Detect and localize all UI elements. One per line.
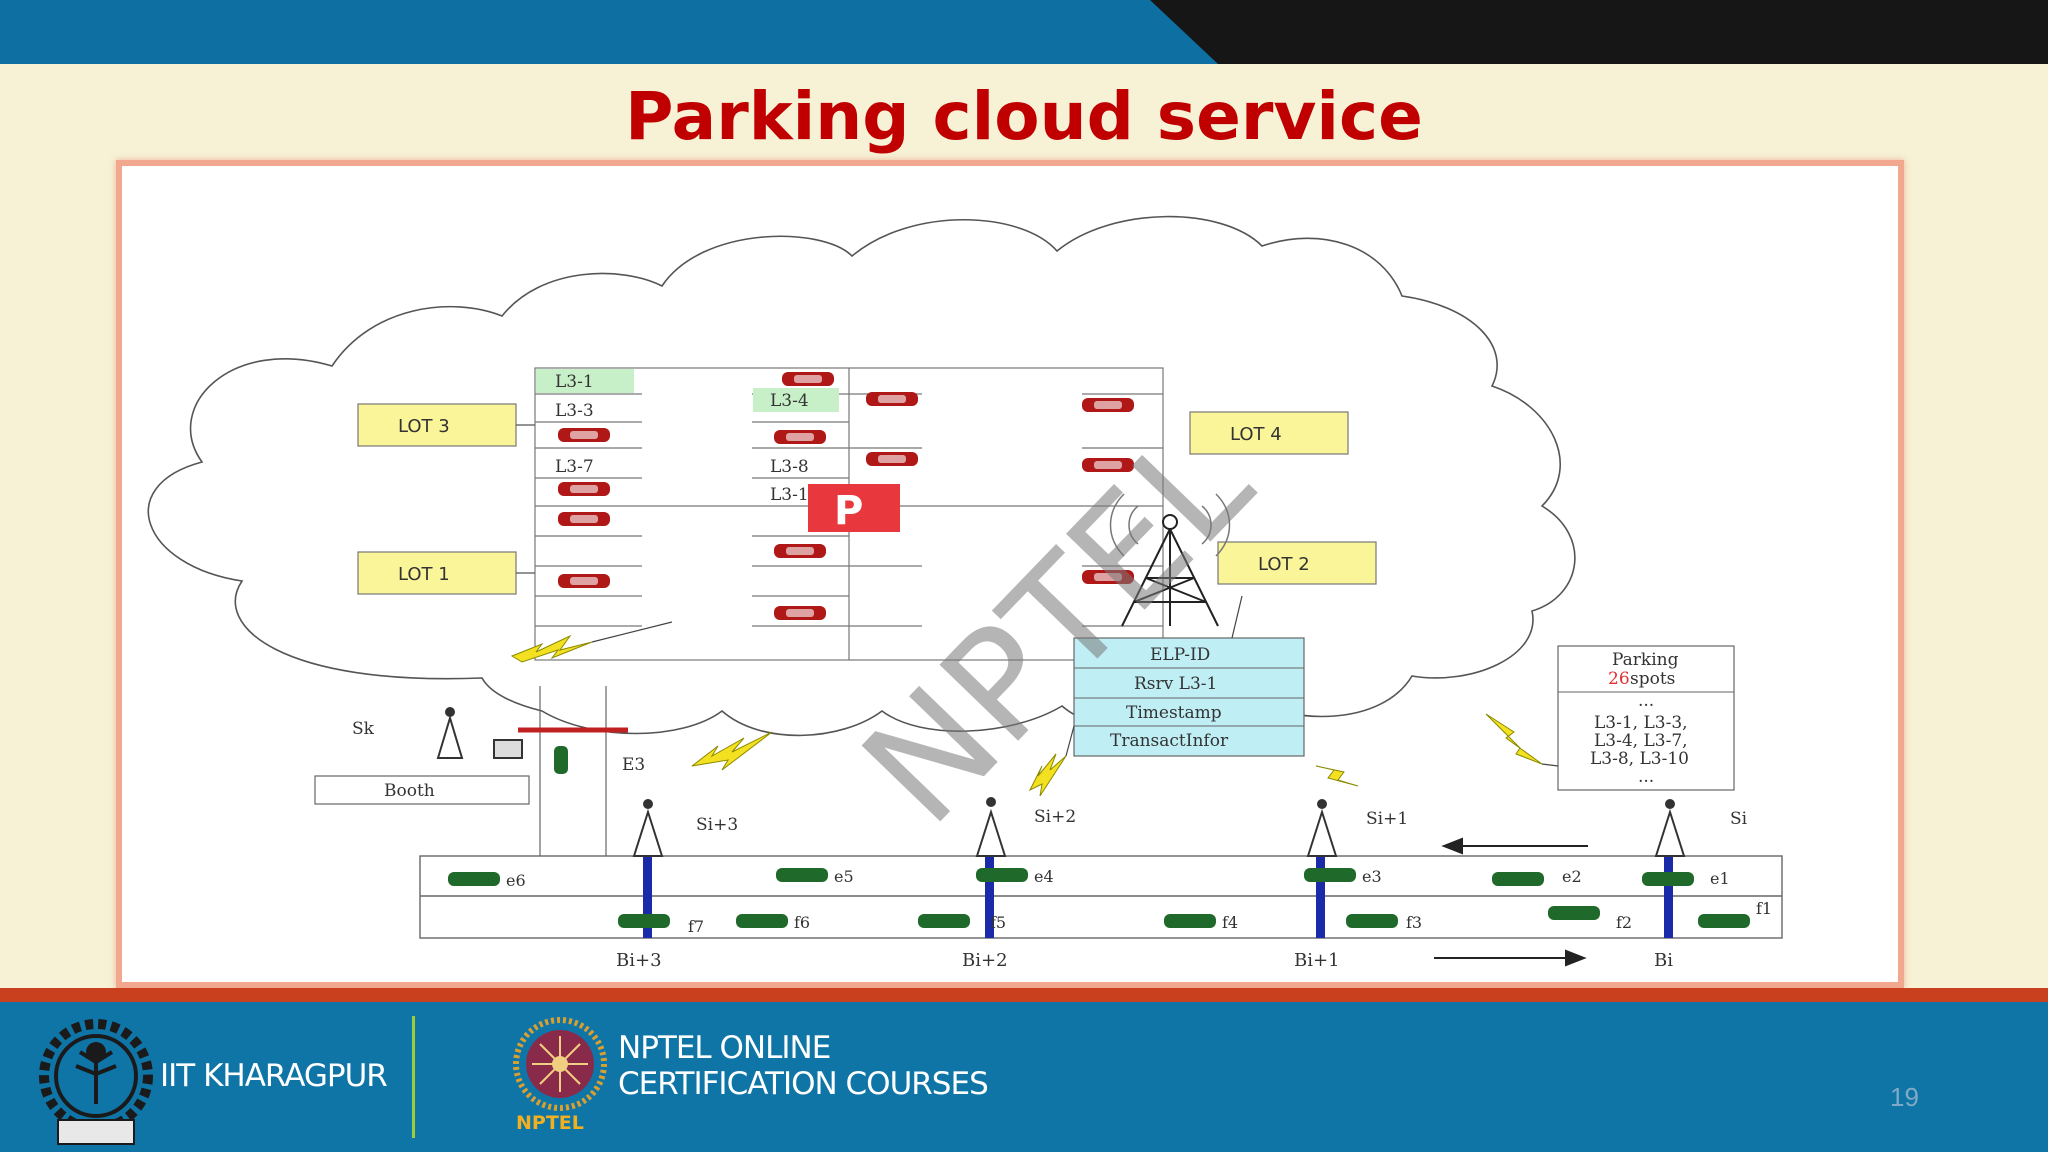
lot3-label: LOT 3 [398,416,450,437]
segment-markers [643,856,1673,938]
wireless-signal-icons [510,634,1543,797]
vehicle-label-f3: f3 [1406,913,1422,932]
vehicle-label-e3: e3 [1362,867,1382,886]
message-field-3: Timestamp [1126,703,1222,723]
message-field-2: Rsrv L3-1 [1134,674,1217,694]
booth-area [314,686,607,856]
footer-blue-band [0,1002,2048,1152]
segment-label-bi: Bi [1654,950,1673,971]
vehicle-label-f1: f1 [1756,899,1772,918]
parking-info-count: 26 [1608,669,1630,689]
lot4-box [1189,411,1349,455]
vehicle-label-e1: e1 [1710,869,1730,888]
lot3-box [357,403,517,447]
vehicle-f6 [736,914,788,928]
spot-label-l3-3: L3-3 [555,401,594,421]
diagram-frame: L3-1 L3-3 L3-4 L3-7 L3-8 L3-1 P LOT [116,160,1904,988]
parking-sign [808,484,900,532]
lot2-label: LOT 2 [1258,554,1310,575]
parking-info-line-1: L3-1, L3-3, [1594,713,1688,733]
nptel-logo-text: NPTEL [516,1112,584,1134]
station-label-si: Si [1730,809,1748,829]
vehicle-f5 [918,914,970,928]
parking-cloud-diagram: L3-1 L3-3 L3-4 L3-7 L3-8 L3-1 P LOT [147,215,1783,971]
vehicle-label-f2: f2 [1616,913,1632,932]
segment-label-bi2: Bi+2 [962,950,1008,971]
cell-tower-icon [1109,493,1231,627]
lot1-label: LOT 1 [398,564,450,585]
vehicle-e6 [448,872,500,886]
lot2-box [1217,541,1377,585]
parking-info-title: Parking [1612,650,1679,670]
vehicle-label-f5: f5 [990,913,1006,932]
message-field-1: ELP-ID [1150,645,1210,665]
roadside-unit-icons [632,797,1686,857]
nptel-line-2: CERTIFICATION COURSES [618,1066,989,1102]
parking-sign-letter: P [834,488,863,534]
lot1-box [357,551,517,595]
station-label-si1: Si+1 [1366,809,1408,829]
footer-red-line [0,988,2048,1002]
institute-name: IIT KHARAGPUR [160,1058,388,1094]
slide-title: Parking cloud service [625,78,1423,155]
vehicle-e1 [1642,872,1694,886]
station-label-si2: Si+2 [1034,807,1076,827]
top-bar [0,0,2048,64]
vehicle-label-e2: e2 [1562,867,1582,886]
iit-kharagpur-logo [39,1019,153,1145]
spot-label-l3-10: L3-1 [770,485,809,505]
vehicle-e3 [1304,868,1356,882]
vehicle-label-f4: f4 [1222,913,1238,932]
vehicle-f1 [1698,914,1750,928]
lot4-label: LOT 4 [1230,424,1282,445]
page-number: 19 [1890,1082,1919,1112]
parking-info-line-3: L3-8, L3-10 [1590,749,1689,769]
spot-label-l3-8: L3-8 [770,457,809,477]
nptel-logo [513,1017,607,1111]
parking-info-line-2: L3-4, L3-7, [1594,731,1688,751]
segment-label-bi3: Bi+3 [616,950,662,971]
message-box: ELP-ID Rsrv L3-1 Timestamp TransactInfor [1073,637,1305,757]
moving-vehicles [448,868,1750,928]
vehicle-label-e6: e6 [506,871,526,890]
booth-antenna-icon [436,707,523,759]
spot-label-l3-4: L3-4 [770,391,809,411]
vehicle-e2 [1492,872,1544,886]
parking-info-dash-end: ... [1638,767,1654,787]
entry-car [554,746,568,774]
vehicle-label-f7: f7 [688,917,704,936]
vehicle-label-f6: f6 [794,913,810,932]
vehicle-f4 [1164,914,1216,928]
nptel-line-1: NPTEL ONLINE [618,1030,831,1066]
vehicle-label-e5: e5 [834,867,854,886]
booth-label: Booth [384,781,435,801]
vehicle-f2 [1548,906,1600,920]
sk-label: Sk [352,719,375,739]
traffic-direction-arrows [1434,837,1588,967]
vehicle-e4 [976,868,1028,882]
e3-entry-label: E3 [622,755,645,775]
message-field-4: TransactInfor [1110,731,1229,751]
segment-label-bi1: Bi+1 [1294,950,1340,971]
parking-info-count-suffix: spots [1630,669,1675,689]
vehicle-f7 [618,914,670,928]
spot-label-l3-1: L3-1 [555,372,594,392]
station-label-si3: Si+3 [696,815,738,835]
vehicle-label-e4: e4 [1034,867,1054,886]
spot-l3-1-highlight [536,369,634,393]
cloud-outline [147,215,1576,737]
parking-info-dash: ... [1638,691,1654,711]
footer-band [0,988,2048,1152]
parking-info-box: Parking 26 spots ... L3-1, L3-3, L3-4, L… [1557,645,1735,791]
footer-divider [412,1016,415,1138]
booth-box [314,775,530,805]
vehicle-f3 [1346,914,1398,928]
spot-label-l3-7: L3-7 [555,457,594,477]
spot-l3-4-highlight [753,388,839,412]
vehicle-e5 [776,868,828,882]
